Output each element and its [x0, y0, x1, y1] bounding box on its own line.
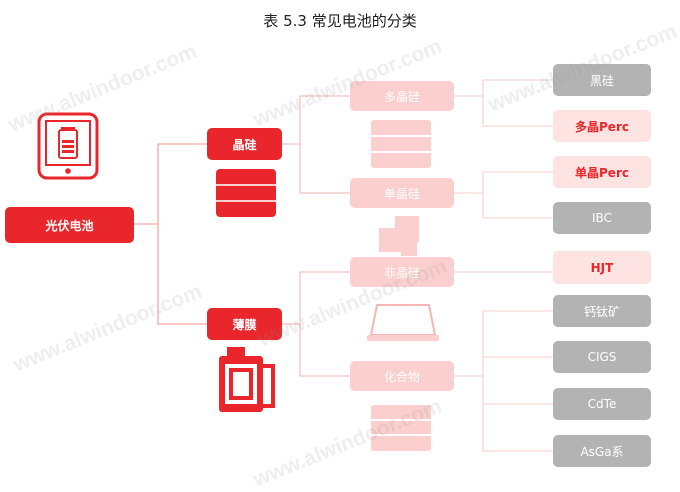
node-amorphous-si: 非晶硅	[350, 257, 454, 287]
leaf-hjt: HJT	[553, 251, 651, 284]
node-root: 光伏电池	[5, 207, 134, 243]
node-thin-film: 薄膜	[207, 308, 282, 340]
leaf-cigs: CIGS	[553, 341, 651, 373]
leaf-multi-perc: 多晶Perc	[553, 110, 651, 142]
leaf-black-si: 黑硅	[553, 64, 651, 96]
leaf-cdte: CdTe	[553, 388, 651, 420]
leaf-mono-perc: 单晶Perc	[553, 156, 651, 188]
multi-si-panel-icon	[371, 120, 431, 168]
mono-si-wafer-icon	[379, 216, 419, 256]
compound-panel-icon	[371, 405, 431, 451]
amorphous-si-laptop-icon	[367, 304, 439, 341]
node-mono-si: 单晶硅	[350, 178, 454, 208]
solar-cell-icon	[216, 169, 276, 217]
diagram-title: 表 5.3 常见电池的分类	[263, 12, 417, 30]
tablet-battery-icon	[37, 112, 99, 180]
node-multi-si: 多晶硅	[350, 81, 454, 111]
node-compound: 化合物	[350, 361, 454, 391]
leaf-asga: AsGa系	[553, 435, 651, 467]
thin-film-icon	[219, 347, 275, 412]
leaf-perovskite: 钙钛矿	[553, 295, 651, 327]
leaf-ibc: IBC	[553, 202, 651, 234]
node-crystalline-si: 晶硅	[207, 128, 282, 160]
